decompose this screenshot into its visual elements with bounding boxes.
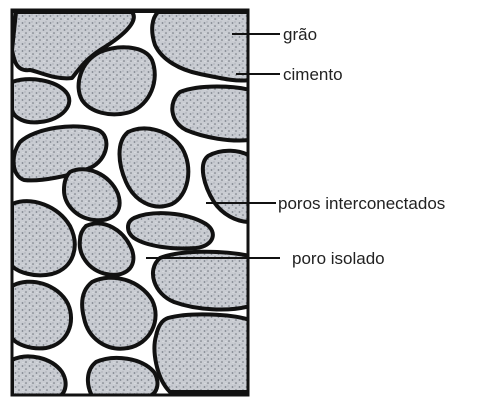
interconnected-pores-label: poros interconectados — [278, 194, 445, 213]
grain — [12, 79, 69, 122]
isolated-pore-label: poro isolado — [292, 249, 385, 268]
grain — [82, 278, 155, 349]
grain — [88, 358, 158, 396]
grain — [79, 47, 155, 114]
grain — [153, 252, 250, 310]
cement-label: cimento — [283, 65, 343, 84]
grain — [155, 314, 250, 392]
grain-label: grão — [283, 25, 317, 44]
label-cement: cimento — [236, 65, 343, 84]
